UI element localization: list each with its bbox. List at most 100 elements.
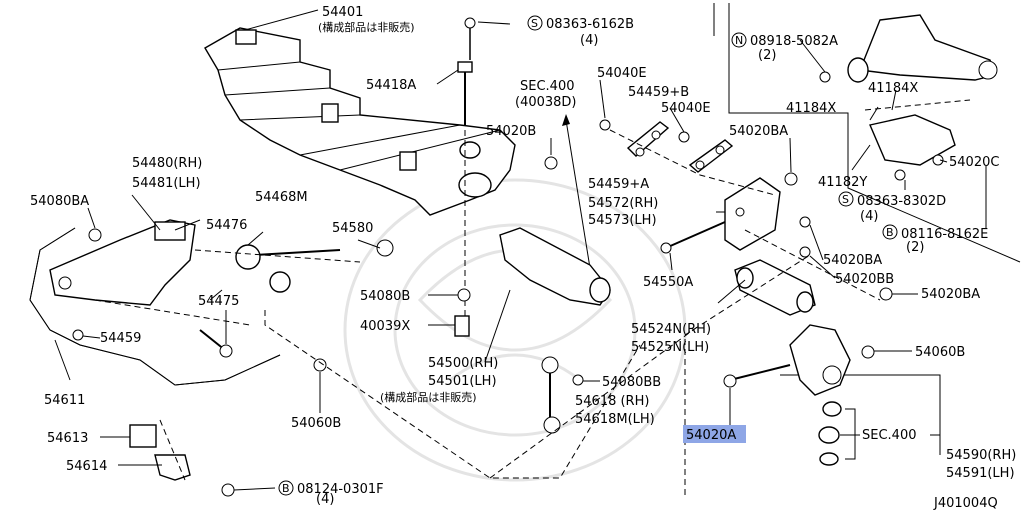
circle-prefix-s2: [838, 191, 854, 207]
label-54481: 54481(LH): [132, 176, 201, 191]
circle-prefix-b2: [882, 224, 898, 240]
label-54459A: 54459+A: [588, 177, 649, 192]
nut-54060B-left: [313, 358, 327, 372]
crossmember-54401: [204, 27, 516, 216]
label-nut-n1: 08918-5082A: [750, 34, 838, 49]
bolt-54550A: [660, 221, 726, 254]
label-54611: 54611: [44, 393, 85, 408]
label-sec400a: SEC.400: [520, 79, 575, 94]
bushing-54613: [129, 424, 157, 448]
label-nut-n1-qty: (2): [758, 48, 776, 63]
label-54591: 54591(LH): [946, 466, 1015, 481]
label-54501-note: (構成部品は非販売): [380, 390, 477, 404]
label-bolt-s1: 08363-6162B: [546, 17, 634, 32]
label-54459B: 54459+B: [628, 85, 689, 100]
label-54080BA: 54080BA: [30, 194, 89, 209]
watermark-emblem: [343, 178, 687, 482]
nut-54020BA-top: [784, 172, 798, 186]
label-40039X: 40039X: [360, 319, 410, 334]
label-54020BA-right: 54020BA: [921, 287, 980, 302]
label-54468M: 54468M: [255, 190, 308, 205]
prefix-s1: S: [531, 17, 538, 30]
prefix-b1: B: [282, 482, 290, 495]
part-labels: 54401 (構成部品は非販売) S 08363-6162B (4) 54418…: [30, 5, 1016, 511]
bolt-08124: [221, 483, 235, 497]
circle-prefix-n1: [731, 32, 747, 48]
link-54618: [541, 356, 561, 434]
label-bolt-b1: 08124-0301F: [297, 482, 384, 497]
label-41182Y: 41182Y: [818, 175, 867, 190]
bracket-41182Y: [869, 114, 956, 181]
label-54020BA-top: 54020BA: [729, 124, 788, 139]
label-41184X-1: 41184X: [868, 81, 918, 96]
label-54500: 54500(RH): [428, 356, 498, 371]
circle-prefix-s1: [527, 15, 543, 31]
label-54020C: 54020C: [949, 155, 999, 170]
rod-54468M: [194, 244, 361, 293]
label-54080BB: 54080BB: [602, 375, 661, 390]
label-54614: 54614: [66, 459, 107, 474]
label-54020BA-mid: 54020BA: [823, 253, 882, 268]
nut-54020BA-mid: [799, 216, 811, 228]
nut-54080B: [457, 288, 471, 302]
clamp-54614: [154, 454, 191, 481]
highlight-54020A: [683, 425, 746, 443]
label-54020BB: 54020BB: [835, 272, 894, 287]
bolt-54080BA: [88, 228, 102, 242]
label-54573: 54573(LH): [588, 213, 657, 228]
label-bolt-b1-qty: (4): [316, 492, 334, 507]
bolt-54475: [199, 329, 233, 358]
label-54475: 54475: [198, 294, 239, 309]
nut-54020B: [544, 156, 558, 170]
label-54613: 54613: [47, 431, 88, 446]
label-54080B: 54080B: [360, 289, 410, 304]
label-41184X-2: 41184X: [786, 101, 836, 116]
label-54459: 54459: [100, 331, 141, 346]
label-bolt-s2-qty: (4): [860, 209, 878, 224]
prefix-n1: N: [735, 34, 743, 47]
label-54401: 54401: [322, 5, 363, 20]
label-54401-note: (構成部品は非販売): [318, 20, 415, 34]
label-54418A: 54418A: [366, 78, 416, 93]
bolt-54418A: [457, 17, 476, 318]
label-54060B-right: 54060B: [915, 345, 965, 360]
stabilizer-54611: [29, 227, 281, 386]
bracket-54572: [724, 177, 781, 251]
bolt-54040E-2: [678, 131, 690, 143]
upper-arm-detail: [819, 14, 998, 83]
label-54020A: 54020A: [686, 428, 736, 443]
bushing-54580: [376, 239, 394, 257]
label-54618M: 54618M(LH): [575, 412, 655, 427]
nut-54020BA-right: [879, 287, 893, 301]
bolt-54020A: [729, 364, 791, 381]
sec-400-arrow: [562, 114, 591, 269]
label-54590: 54590(RH): [946, 448, 1016, 463]
circle-prefix-b1: [278, 480, 294, 496]
bolt-54459: [72, 329, 84, 341]
bushing-stack: [818, 401, 856, 466]
link-54524N: [734, 259, 816, 316]
lower-arm-54500: [499, 227, 611, 306]
label-54020B: 54020B: [486, 124, 536, 139]
prefix-s2: S: [842, 193, 849, 206]
figure-id: J401004Q: [933, 496, 998, 511]
knuckle-54590: [789, 324, 875, 396]
prefix-b2: B: [886, 226, 894, 239]
label-54572: 54572(RH): [588, 196, 658, 211]
label-54524N: 54524N(RH): [631, 322, 711, 337]
label-bolt-b2-qty: (2): [906, 240, 924, 255]
bumper-40039X: [454, 315, 470, 337]
label-54476: 54476: [206, 218, 247, 233]
label-54040E-2: 54040E: [661, 101, 711, 116]
leader-lines: [54, 9, 987, 491]
label-54525N: 54525N(LH): [631, 340, 709, 355]
label-54501: 54501(LH): [428, 374, 497, 389]
bracket-54459B: [626, 121, 670, 157]
label-bolt-s2: 08363-8302D: [857, 194, 946, 209]
nut-54020BB: [799, 246, 811, 258]
label-sec400a-ref: (40038D): [515, 95, 577, 110]
label-54480: 54480(RH): [132, 156, 202, 171]
label-bolt-b2: 08116-8162E: [901, 227, 988, 242]
